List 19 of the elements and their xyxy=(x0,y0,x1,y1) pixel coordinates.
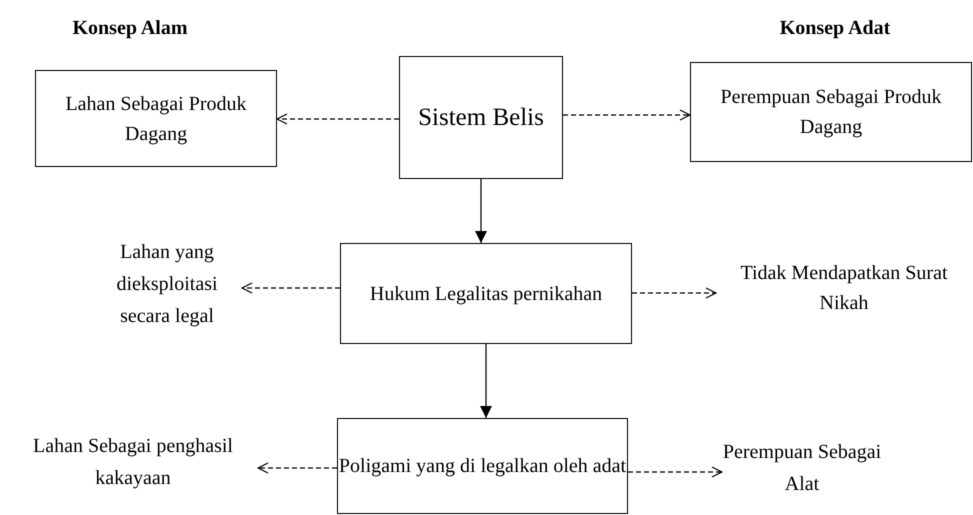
arrow xyxy=(276,113,399,125)
arrow xyxy=(563,109,691,121)
arrow xyxy=(257,462,337,474)
outcome-text: Lahan Sebagai penghasil kakayaan xyxy=(8,430,258,494)
process-box: Poligami yang di legalkan oleh adat xyxy=(337,418,628,514)
arrow xyxy=(475,179,487,243)
outcome-text: Perempuan Sebagai Alat xyxy=(722,436,882,500)
column-heading: Konsep Alam xyxy=(71,16,189,41)
process-box: Sistem Belis xyxy=(399,56,563,179)
column-heading: Konsep Adat xyxy=(778,16,892,41)
arrow xyxy=(632,287,717,299)
outcome-text: Lahan yang dieksploitasi secara legal xyxy=(92,236,242,332)
arrow xyxy=(241,282,340,294)
process-box: Lahan Sebagai Produk Dagang xyxy=(35,70,277,167)
process-box: Perempuan Sebagai Produk Dagang xyxy=(690,62,972,162)
arrow xyxy=(628,466,723,478)
arrow xyxy=(480,344,492,418)
process-box: Hukum Legalitas pernikahan xyxy=(340,243,632,344)
outcome-text: Tidak Mendapatkan Surat Nikah xyxy=(716,258,972,318)
